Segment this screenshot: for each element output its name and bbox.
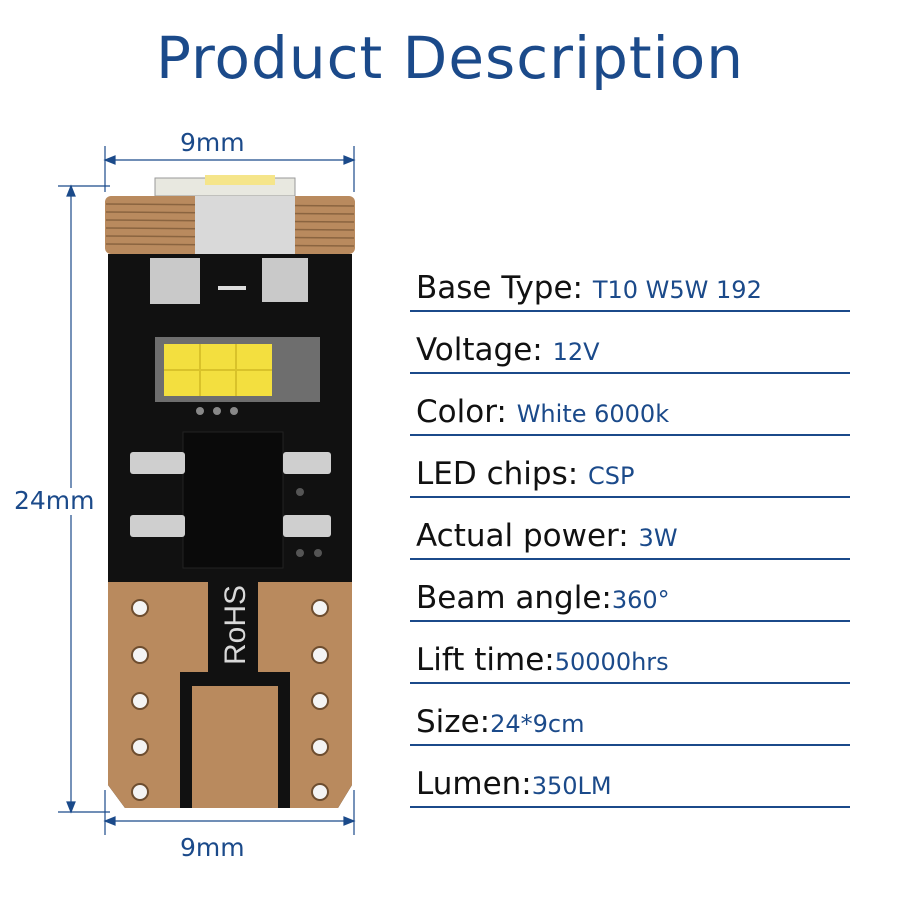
spec-value: 3W	[638, 524, 678, 552]
spec-label: Lumen:	[416, 766, 532, 802]
spec-label: LED chips:	[416, 456, 589, 492]
height-label: 24mm	[14, 486, 95, 515]
spec-row-voltage: Voltage: 12V	[410, 312, 850, 374]
spec-label: Beam angle:	[416, 580, 612, 616]
spec-label: Color:	[416, 394, 517, 430]
led-bulb	[105, 175, 355, 808]
spec-value: 350LM	[531, 772, 612, 800]
spec-label: Base Type:	[416, 270, 593, 306]
dimension-lines	[58, 146, 356, 835]
page-title: Product Description	[156, 24, 744, 92]
spec-label: Actual power:	[416, 518, 639, 554]
spec-value: 12V	[552, 338, 600, 366]
bottom-width-label: 9mm	[180, 833, 245, 862]
spec-list: Base Type: T10 W5W 192 Voltage: 12V Colo…	[410, 250, 850, 808]
spec-label: Size:	[416, 704, 491, 740]
spec-row-lumen: Lumen:350LM	[410, 746, 850, 808]
spec-row-led-chips: LED chips: CSP	[410, 436, 850, 498]
spec-row-lift-time: Lift time:50000hrs	[410, 622, 850, 684]
spec-value: T10 W5W 192	[592, 276, 762, 304]
spec-row-actual-power: Actual power: 3W	[410, 498, 850, 560]
spec-row-base-type: Base Type: T10 W5W 192	[410, 250, 850, 312]
spec-row-color: Color: White 6000k	[410, 374, 850, 436]
spec-value: 50000hrs	[554, 648, 669, 676]
rohs-mark: RoHS	[219, 585, 252, 665]
spec-value: CSP	[588, 462, 635, 490]
spec-row-size: Size:24*9cm	[410, 684, 850, 746]
spec-row-beam-angle: Beam angle:360°	[410, 560, 850, 622]
spec-label: Voltage:	[416, 332, 553, 368]
spec-label: Lift time:	[416, 642, 555, 678]
spec-value: 24*9cm	[490, 710, 585, 738]
spec-value: 360°	[611, 586, 670, 614]
top-width-label: 9mm	[180, 128, 245, 157]
spec-value: White 6000k	[516, 400, 670, 428]
